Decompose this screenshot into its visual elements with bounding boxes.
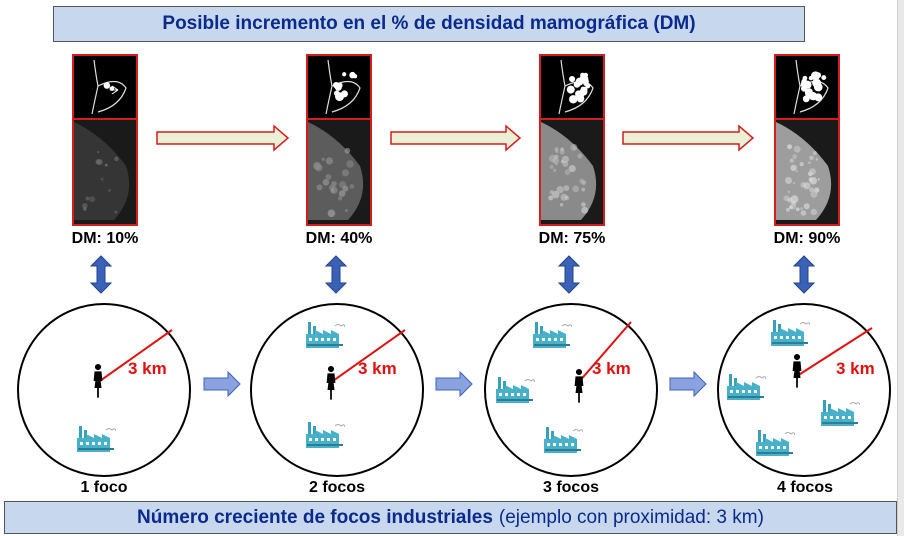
step-arrow-3	[669, 370, 707, 398]
focos-label-2: 2 focos	[308, 479, 365, 496]
mammogram-4	[774, 54, 840, 226]
radius-line-2	[329, 329, 406, 384]
km-label-4: 3 km	[836, 359, 875, 378]
top-title: Posible incremento en el % de densidad m…	[53, 6, 805, 42]
footer-caption: Número creciente de focos industriales (…	[4, 501, 897, 534]
km-label-2: 3 km	[358, 359, 397, 378]
dm-label-2: DM: 40%	[305, 230, 373, 247]
double-arrow-1	[89, 255, 113, 294]
mammogram-1	[72, 54, 138, 226]
step-arrow-1	[203, 370, 241, 398]
radius-circle-3	[484, 303, 658, 477]
progress-arrow-3	[622, 124, 755, 152]
dm-label-1: DM: 10%	[71, 230, 139, 247]
km-label-3: 3 km	[592, 359, 631, 378]
focos-label-4: 4 focos	[776, 479, 833, 496]
progress-arrow-1	[156, 124, 290, 152]
progress-arrow-2	[390, 124, 522, 152]
footer-normal-text: (ejemplo con proximidad: 3 km)	[498, 506, 764, 528]
radius-line-1	[96, 329, 173, 384]
mammogram-2	[306, 54, 372, 226]
radius-line-3	[577, 321, 632, 384]
focos-label-1: 1 foco	[80, 479, 128, 496]
km-label-1: 3 km	[128, 359, 167, 378]
step-arrow-2	[435, 370, 473, 398]
scrollbar-strip	[897, 0, 904, 536]
footer-bold-text: Número creciente de focos industriales	[137, 506, 493, 528]
dm-label-4: DM: 90%	[773, 230, 841, 247]
radius-line-4	[796, 327, 873, 377]
double-arrow-3	[557, 255, 581, 294]
mammogram-3	[539, 54, 605, 226]
dm-label-3: DM: 75%	[538, 230, 606, 247]
focos-label-3: 3 focos	[542, 479, 599, 496]
radius-circle-2	[250, 303, 424, 477]
double-arrow-2	[324, 255, 348, 294]
double-arrow-4	[792, 255, 816, 294]
